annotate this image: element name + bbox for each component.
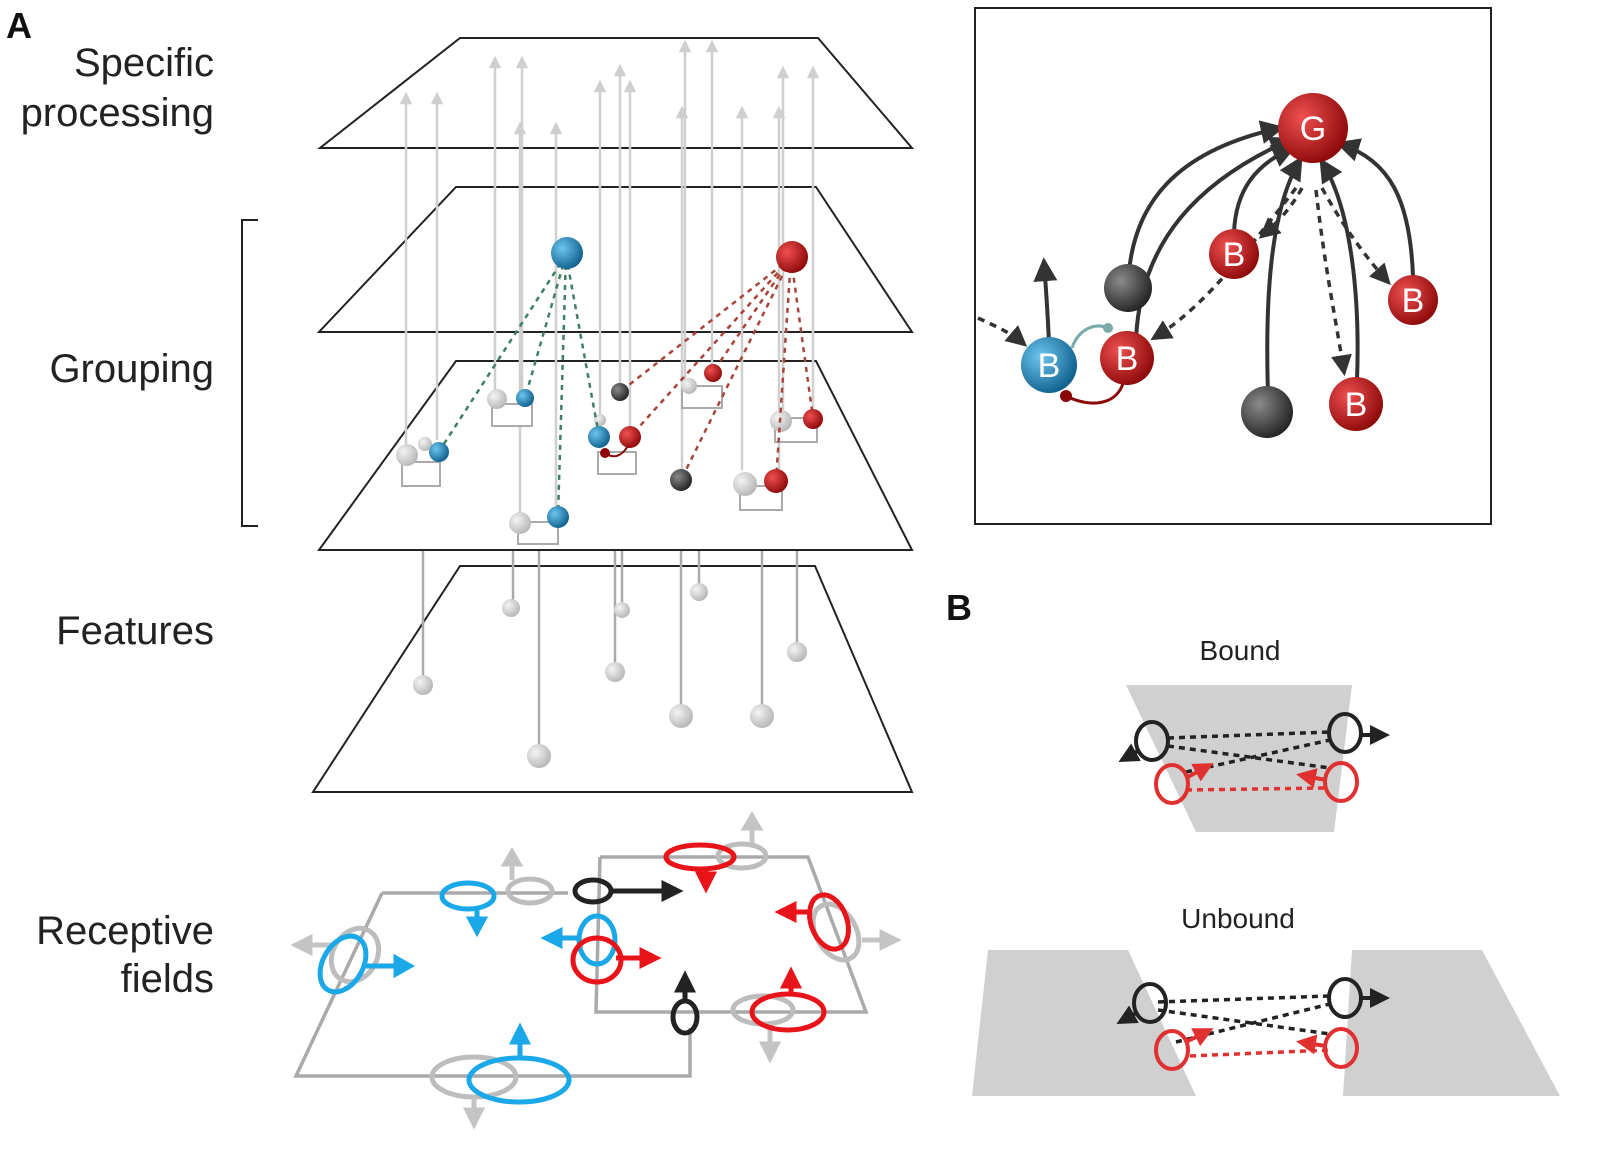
blue-group-connections (438, 254, 601, 517)
red-link (604, 445, 629, 458)
blue-direction-arrows (366, 909, 580, 1058)
red-binding-unit (803, 409, 823, 429)
dark-binding-unit (611, 383, 629, 401)
panel-b-letter: B (946, 587, 972, 628)
bound-units (1134, 712, 1363, 805)
inset-binding-label: B (1402, 282, 1425, 320)
unbound-connections (1157, 994, 1331, 1058)
bound-title: Bound (1200, 635, 1281, 666)
inset-global-label: G (1300, 110, 1326, 148)
inset-binding-label: B (1116, 340, 1139, 378)
inset-red-binding-node (1100, 331, 1154, 385)
inset-binding-label: B (1345, 386, 1368, 424)
blue-binding-unit (429, 442, 449, 462)
blue-binding-unit (588, 426, 610, 448)
red-group-connections (619, 257, 815, 481)
feature-unit (605, 662, 625, 682)
blue-binding-unit (516, 389, 534, 407)
dark-direction-arrows (611, 879, 697, 1000)
binding-unit (487, 389, 507, 409)
feature-unit (690, 583, 708, 601)
inset-blue-binding-node (1021, 337, 1077, 393)
inset-red-binding-node (1209, 229, 1259, 279)
receptive-label-line1: Receptive (36, 909, 214, 953)
feature-unit (527, 744, 551, 768)
blue-grouping-node (551, 237, 583, 269)
receptive-field-outline (293, 855, 869, 1078)
specific-label-line2: processing (21, 91, 214, 135)
red-binding-unit (619, 426, 641, 448)
binding-unit (509, 512, 531, 534)
teal-synapse (1103, 323, 1113, 333)
inset-red-binding-node (1329, 377, 1383, 431)
grouping-plane (316, 186, 914, 333)
red-binding-unit (764, 469, 788, 493)
feature-unit (614, 602, 630, 618)
receptive-label-line2: fields (121, 957, 214, 1001)
inset-dashed-connections (977, 186, 1391, 377)
binding-unit (418, 437, 432, 451)
specific-label-line1: Specific (74, 41, 214, 85)
dark-binding-unit (670, 469, 692, 491)
specific-processing-plane (317, 37, 915, 149)
unbound-shape-left (972, 950, 1196, 1096)
binding-unit (733, 472, 757, 496)
feature-unit (669, 704, 693, 728)
inset-global-node (1278, 93, 1348, 163)
inset-red-binding-node (1388, 275, 1438, 325)
blue-receptive-fields (317, 880, 618, 1105)
grouping-label: Grouping (49, 347, 214, 391)
grouping-bracket (241, 219, 258, 527)
feature-unit (502, 599, 520, 617)
red-direction-arrows (616, 870, 812, 994)
bound-arrows (1118, 725, 1390, 788)
unbound-arrows (1116, 988, 1390, 1055)
panel-a-letter: A (6, 5, 32, 46)
feature-unit (413, 675, 433, 695)
inset-grey-node (1104, 264, 1152, 312)
red-grouping-node (776, 241, 808, 273)
blue-binding-unit (547, 506, 569, 528)
inset-binding-label: B (1223, 236, 1246, 274)
inset-red-link (1065, 379, 1126, 405)
upward-projections (399, 39, 820, 520)
features-label: Features (56, 609, 214, 653)
unbound-title: Unbound (1181, 903, 1295, 934)
feature-unit (787, 642, 807, 662)
binding-unit (681, 378, 697, 394)
red-binding-unit (704, 364, 722, 382)
inset-grey-node (1241, 386, 1293, 438)
inset-red-synapse (1060, 390, 1072, 402)
inset-binding-label: B (1038, 347, 1061, 385)
unbound-shape-right (1343, 950, 1560, 1096)
feature-unit (750, 704, 774, 728)
inset-connections (1033, 120, 1415, 395)
binding-unit (396, 444, 418, 466)
